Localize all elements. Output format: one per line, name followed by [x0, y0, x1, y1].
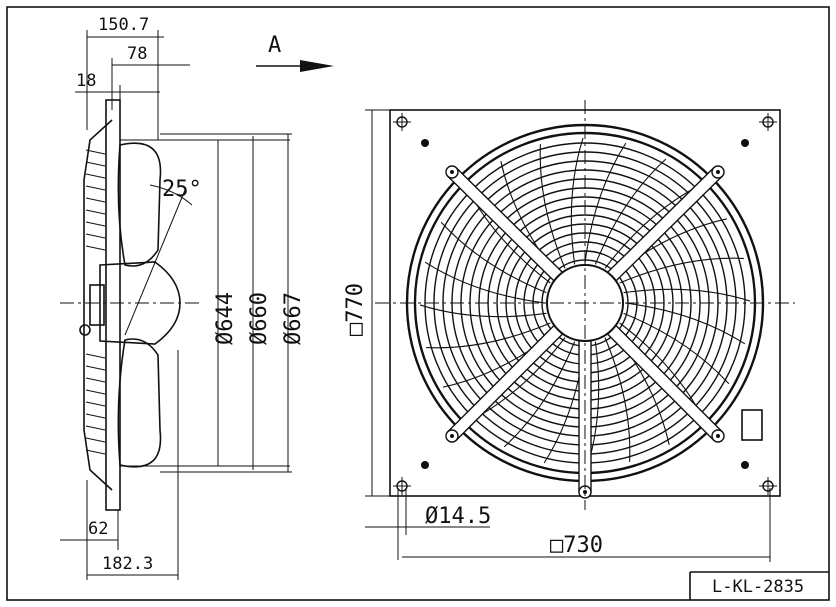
strut-foot-dot	[450, 170, 454, 174]
guard-spoke	[619, 257, 744, 284]
dim-660-label: Ø660	[247, 292, 272, 345]
side-guard-rib	[85, 221, 106, 227]
strut-foot-dot	[716, 170, 720, 174]
view-arrow: A	[256, 33, 334, 72]
drawing-border	[6, 6, 830, 601]
guard-spoke	[440, 221, 547, 294]
guard-spoke	[426, 322, 551, 349]
side-guard-rib	[85, 245, 106, 251]
guard-spoke	[570, 137, 584, 265]
side-guard-ribs	[85, 149, 106, 455]
dim-182-label: 182.3	[102, 554, 153, 574]
side-guard-rib	[85, 161, 106, 167]
side-guard-rib	[85, 425, 106, 431]
side-guard-rib	[85, 365, 106, 371]
angle-arc	[149, 184, 193, 206]
side-guard-rib	[85, 449, 106, 455]
side-guard-rib	[85, 437, 106, 443]
strut-foot-dot	[716, 434, 720, 438]
plate-bolt	[741, 461, 749, 469]
guard-spoke	[539, 144, 566, 269]
side-guard-rib	[85, 401, 106, 407]
dim-644-label: Ø644	[213, 292, 238, 345]
side-blade-upper	[117, 142, 162, 267]
corner-holes	[393, 113, 777, 495]
plate-bolt	[421, 461, 429, 469]
guard-spoke	[604, 184, 701, 269]
reference-code: L-KL-2835	[712, 577, 804, 597]
side-guard-rib	[85, 197, 106, 203]
angle-leg-1	[124, 189, 186, 336]
side-cable-gland	[79, 324, 91, 336]
side-guard-rib	[85, 173, 106, 179]
view-arrow-label: A	[268, 33, 281, 58]
guard-spoke	[503, 341, 576, 448]
side-mounting-plate	[105, 99, 121, 511]
dim-18-label: 18	[76, 71, 96, 91]
guard-spoke	[584, 142, 627, 264]
side-guard-rib	[85, 353, 106, 359]
side-guard-profile	[83, 119, 113, 491]
side-guard-rib	[85, 389, 106, 395]
angle-label: 25°	[162, 177, 202, 202]
side-guard-rib	[85, 377, 106, 383]
dim-62-label: 62	[88, 519, 108, 539]
guard-spoke	[624, 302, 746, 345]
guard-spoke	[623, 312, 730, 385]
dim-770-label: □770	[343, 283, 368, 336]
dim-730-label: □730	[550, 533, 603, 558]
side-guard-rib	[85, 413, 106, 419]
view-arrow-head	[300, 60, 334, 72]
side-blade-lower	[117, 338, 162, 468]
guard-spoke	[604, 337, 631, 462]
side-guard-rib	[85, 233, 106, 239]
side-view: 25° 150.7 78 18 Ø644 Ø660 Ø667 62 182.3	[60, 15, 306, 580]
side-guard-rib	[85, 185, 106, 191]
plate-bolt	[741, 139, 749, 147]
side-motor-box	[89, 284, 105, 326]
side-guard-rib	[85, 149, 106, 155]
front-view: □770 Ø14.5 □730	[343, 100, 795, 562]
front-name-plate	[741, 409, 763, 441]
dim-667-label: Ø667	[281, 292, 306, 345]
guard-spoke	[594, 158, 667, 265]
strut-foot-dot	[583, 490, 587, 494]
side-guard-rib	[85, 209, 106, 215]
strut-foot-dot	[450, 434, 454, 438]
dim-78-label: 78	[127, 44, 147, 64]
guard-spoke	[419, 304, 547, 318]
dim-hole-label: Ø14.5	[425, 504, 491, 529]
guard-spoke	[623, 288, 751, 302]
plate-bolt	[421, 139, 429, 147]
dim-150-label: 150.7	[98, 15, 149, 35]
guard-spoke	[424, 261, 546, 304]
